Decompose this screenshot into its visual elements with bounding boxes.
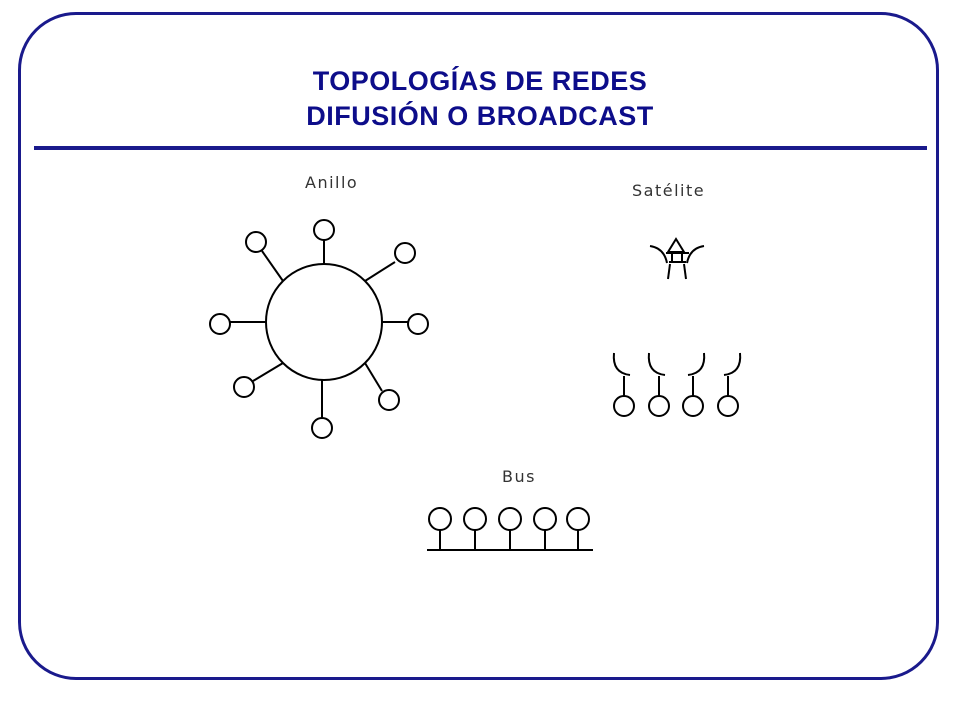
ground-station bbox=[647, 352, 670, 417]
ring-node bbox=[245, 231, 267, 253]
ring-label: Anillo bbox=[305, 173, 358, 192]
slide-title-line-1: TOPOLOGÍAS DE REDES bbox=[312, 66, 648, 96]
ring-node bbox=[407, 313, 429, 335]
ground-node bbox=[648, 395, 670, 417]
ring-node bbox=[233, 376, 255, 398]
title-divider bbox=[34, 146, 927, 150]
bus-topology bbox=[427, 507, 593, 551]
ring-circle bbox=[265, 263, 383, 381]
ring-node bbox=[313, 219, 335, 241]
ring-node bbox=[209, 313, 231, 335]
ground-station bbox=[717, 352, 742, 417]
bus-node bbox=[498, 507, 522, 531]
bus-label: Bus bbox=[502, 467, 536, 486]
ring-node bbox=[378, 389, 400, 411]
ground-station bbox=[612, 352, 635, 417]
ground-node bbox=[717, 395, 739, 417]
ground-node bbox=[682, 395, 704, 417]
bus-node bbox=[428, 507, 452, 531]
ring-node bbox=[394, 242, 416, 264]
ground-station bbox=[682, 352, 706, 417]
slide-frame bbox=[18, 12, 939, 680]
satellite-icon bbox=[649, 237, 705, 280]
ground-node bbox=[613, 395, 635, 417]
ring-node bbox=[311, 417, 333, 439]
bus-node bbox=[463, 507, 487, 531]
slide-title-line-2: DIFUSIÓN O BROADCAST bbox=[306, 101, 654, 131]
ring-topology bbox=[209, 219, 429, 439]
satellite-topology bbox=[612, 237, 742, 417]
satellite-label: Satélite bbox=[632, 181, 705, 200]
bus-node bbox=[566, 507, 590, 531]
bus-node bbox=[533, 507, 557, 531]
